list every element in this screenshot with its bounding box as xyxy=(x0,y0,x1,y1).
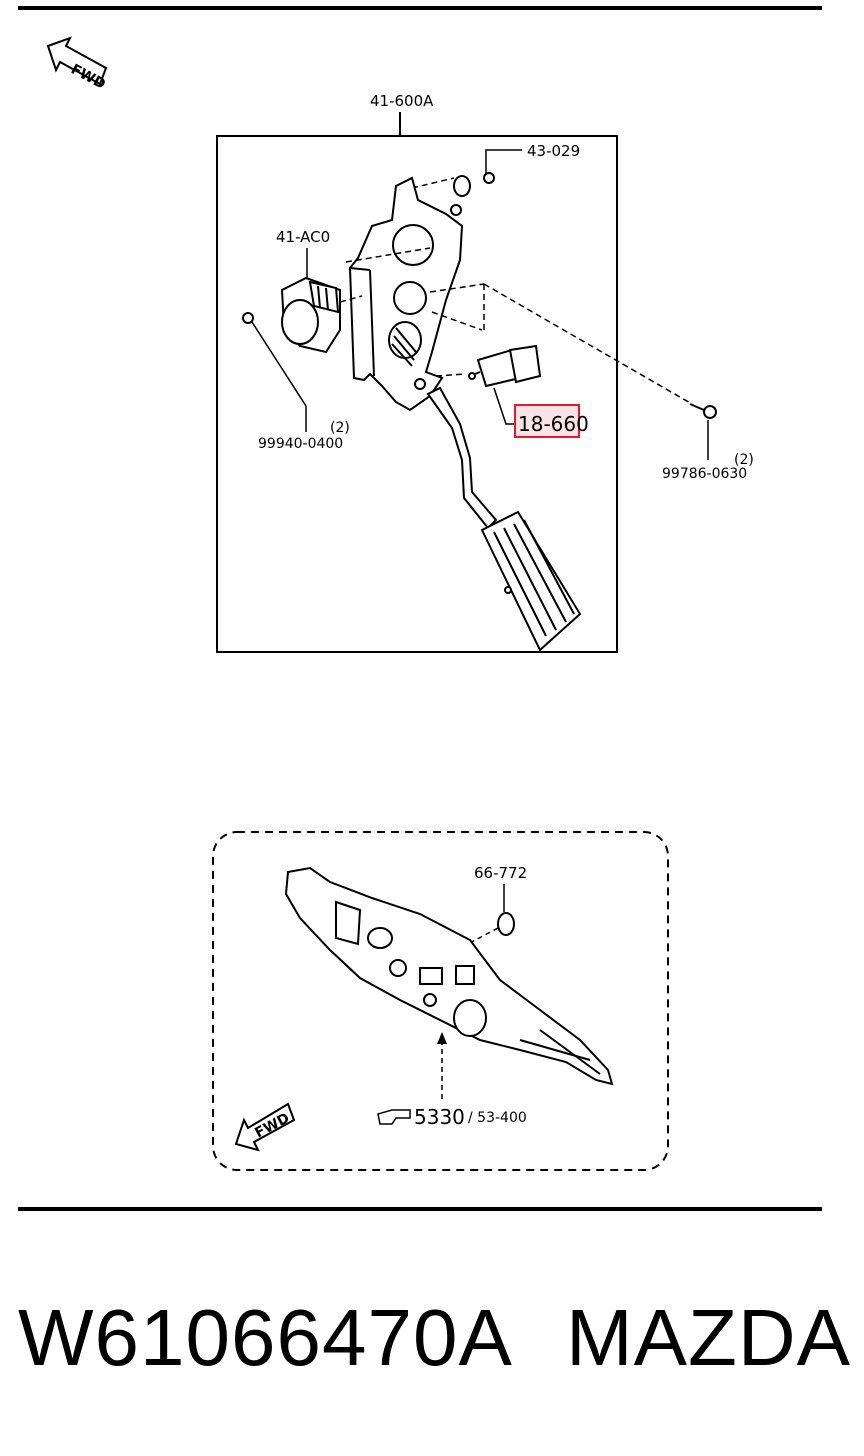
accelerator-pedal xyxy=(426,386,582,652)
middle-rule xyxy=(18,1207,822,1211)
top-rule xyxy=(18,6,822,10)
callout-switch: 18-660 xyxy=(518,412,589,436)
pedal-bracket xyxy=(348,176,464,412)
callout-bolt-right: 99786-0630 xyxy=(662,466,747,482)
nut-left-qty: (2) xyxy=(330,420,350,436)
part-number: W61066470A xyxy=(18,1293,513,1382)
dash-panel-part xyxy=(284,866,614,1086)
callout-sensor: 41-AC0 xyxy=(276,228,330,246)
callout-nut-left: 99940-0400 xyxy=(258,436,343,452)
highlight-box xyxy=(514,404,580,438)
assembly-label: 41-600A xyxy=(370,92,434,110)
clip-part xyxy=(453,175,471,197)
grommet-part xyxy=(497,912,515,936)
callout-clip: 43-029 xyxy=(527,142,580,160)
fwd-arrow-icon: FWD xyxy=(46,36,108,93)
pedal-position-sensor xyxy=(280,276,341,354)
brake-switch-part xyxy=(468,344,542,388)
brand-name: MAZDA xyxy=(566,1293,851,1382)
detail-frame xyxy=(212,831,669,1171)
assembly-frame xyxy=(216,135,618,653)
ref-number: 5330 xyxy=(414,1105,465,1129)
ref-sub: / 53-400 xyxy=(468,1110,527,1126)
bolt-right-part xyxy=(689,403,717,419)
bolt-right-qty: (2) xyxy=(734,452,754,468)
hand-pointer-icon xyxy=(377,1109,411,1125)
fwd-arrow-bottom-icon: FWD xyxy=(234,1102,296,1152)
callout-grommet: 66-772 xyxy=(474,864,527,882)
nut-left-part xyxy=(242,312,254,324)
